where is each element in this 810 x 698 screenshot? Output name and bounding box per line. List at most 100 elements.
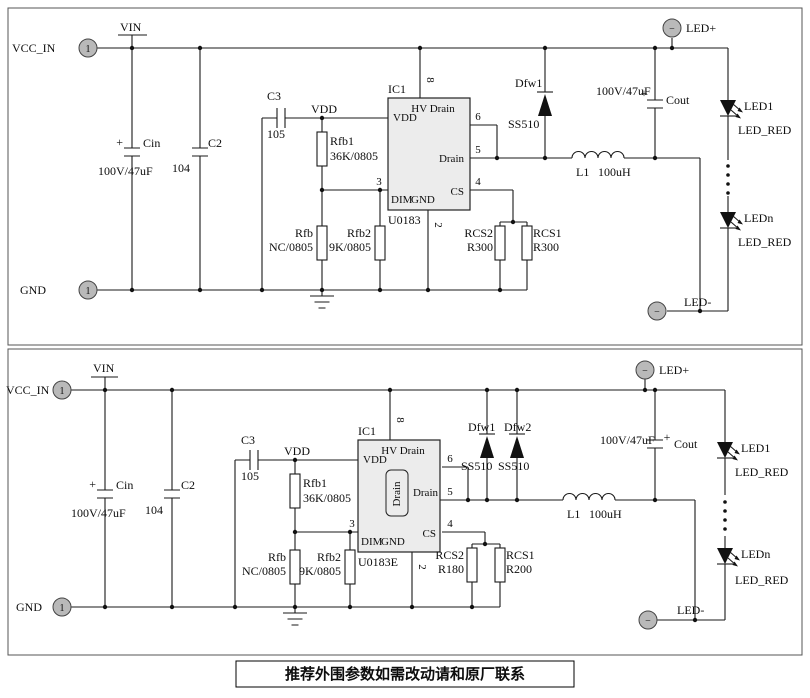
rcs1-value: R200 [506, 562, 532, 576]
gnd-label: GND [20, 283, 46, 297]
dfw1-value: SS510 [508, 117, 539, 131]
rfb2-label: Rfb2 [347, 226, 371, 240]
gnd-label: GND [16, 600, 42, 614]
panel-border-1 [7, 7, 803, 346]
rfb-value: NC/0805 [269, 240, 313, 254]
ic1-pin3-number: 3 [376, 176, 382, 188]
cout-capacitor [646, 99, 664, 109]
cin-label: Cin [143, 136, 160, 150]
cin-plus-sign: + [116, 135, 123, 149]
rfb-label: Rfb [295, 226, 313, 240]
dfw2-diode [508, 433, 526, 459]
cin-capacitor [123, 147, 141, 157]
led-plus-terminal-mark: − [669, 24, 675, 35]
led1-type: LED_RED [735, 465, 789, 479]
rfb1-resistor [316, 131, 328, 167]
ic1-dim-pin-label: DIM [391, 194, 413, 206]
rfb1-resistor [289, 473, 301, 509]
ic1-pin6-number: 6 [475, 111, 481, 123]
led-minus-label: LED- [677, 603, 704, 617]
l1-value: 100uH [589, 507, 622, 521]
rcs2-value: R180 [438, 562, 464, 576]
c2-capacitor [191, 147, 209, 157]
rfb-value: NC/0805 [242, 564, 286, 578]
ic1-hvdrain-pin-label: HV Drain [411, 103, 455, 115]
ic1-drain-pin-label: Drain [439, 153, 465, 165]
rcs1-label: RCS1 [533, 226, 562, 240]
c2-value: 104 [145, 503, 163, 517]
rfb-label: Rfb [268, 550, 286, 564]
led-minus-terminal-mark: − [645, 616, 651, 627]
panel-border-2 [7, 348, 803, 656]
earth-ground-symbol [309, 289, 335, 309]
ic1-vdd-pin-label: VDD [363, 454, 387, 466]
vin-net-label: VIN [120, 20, 142, 34]
vdd-net-label: VDD [311, 102, 337, 116]
ic1-drain-pin-label: Drain [413, 487, 439, 499]
wires-2 [71, 376, 726, 621]
c3-capacitor [249, 449, 259, 471]
led1-label: LED1 [744, 99, 773, 113]
rcs2-resistor [494, 225, 506, 261]
led-minus-label: LED- [684, 295, 711, 309]
c3-value: 105 [241, 469, 259, 483]
cout-plus-sign: + [664, 430, 671, 444]
ic1-pin6-number: 6 [447, 453, 453, 465]
ic1-chip [387, 97, 471, 211]
ic1-gnd-pin-label: GND [381, 536, 405, 548]
circuit-panel-2: VCC_IN 1 VIN + Cin 100V/47uF C2 104 C3 1… [6, 348, 803, 656]
caption-border [235, 660, 575, 688]
dfw1-value: SS510 [461, 459, 492, 473]
c2-label: C2 [208, 136, 222, 150]
ic1-vdd-pin-label: VDD [393, 112, 417, 124]
gnd-pin-number: 1 [86, 286, 91, 297]
ledn-label: LEDn [744, 211, 773, 225]
ledn-symbol [716, 547, 741, 568]
vin-net-label: VIN [93, 361, 115, 375]
rcs2-value: R300 [467, 240, 493, 254]
rfb-resistor [316, 225, 328, 261]
rfb2-resistor [374, 225, 386, 261]
led1-label: LED1 [741, 441, 770, 455]
c2-value: 104 [172, 161, 190, 175]
rfb1-value: 36K/0805 [303, 491, 351, 505]
led1-symbol [716, 441, 741, 462]
c3-label: C3 [267, 89, 281, 103]
c3-capacitor [276, 107, 286, 129]
c2-capacitor [163, 489, 181, 499]
ic1-chip [357, 439, 441, 553]
rcs1-value: R300 [533, 240, 559, 254]
ic1-pin4-number: 4 [447, 518, 453, 530]
ledn-type: LED_RED [735, 573, 789, 587]
ledn-symbol [719, 211, 744, 232]
dfw1-label: Dfw1 [515, 76, 542, 90]
rfb1-label: Rfb1 [303, 476, 327, 490]
vcc-in-pin-number: 1 [60, 386, 65, 397]
cout-label: Cout [674, 437, 698, 451]
ic1-pin5-number: 5 [447, 486, 453, 498]
cout-value: 100V/47uF [596, 84, 651, 98]
rcs1-resistor [521, 225, 533, 261]
dfw2-label: Dfw2 [504, 420, 531, 434]
rcs1-label: RCS1 [506, 548, 535, 562]
ic1-part-number: U0183E [358, 555, 398, 569]
c2-label: C2 [181, 478, 195, 492]
dfw1-diode [478, 433, 496, 459]
ic1-pin2-number: 2 [432, 222, 444, 228]
ic1-gnd-pin-label: GND [411, 194, 435, 206]
vcc-in-pin-number: 1 [86, 44, 91, 55]
cin-value: 100V/47uF [98, 164, 153, 178]
led1-type: LED_RED [738, 123, 792, 137]
cout-value: 100V/47uF [600, 433, 655, 447]
ic1-pin2-number: 2 [416, 564, 428, 570]
ic1-ref-label: IC1 [388, 82, 406, 96]
rcs2-resistor [466, 547, 478, 583]
ic1-hvdrain-pin-label: HV Drain [381, 445, 425, 457]
caption-text: 推荐外围参数如需改动请和原厂联系 [285, 665, 525, 683]
rfb1-label: Rfb1 [330, 134, 354, 148]
rfb2-value: 9K/0805 [299, 564, 341, 578]
dfw2-value: SS510 [498, 459, 529, 473]
dfw1-diode [536, 91, 554, 117]
